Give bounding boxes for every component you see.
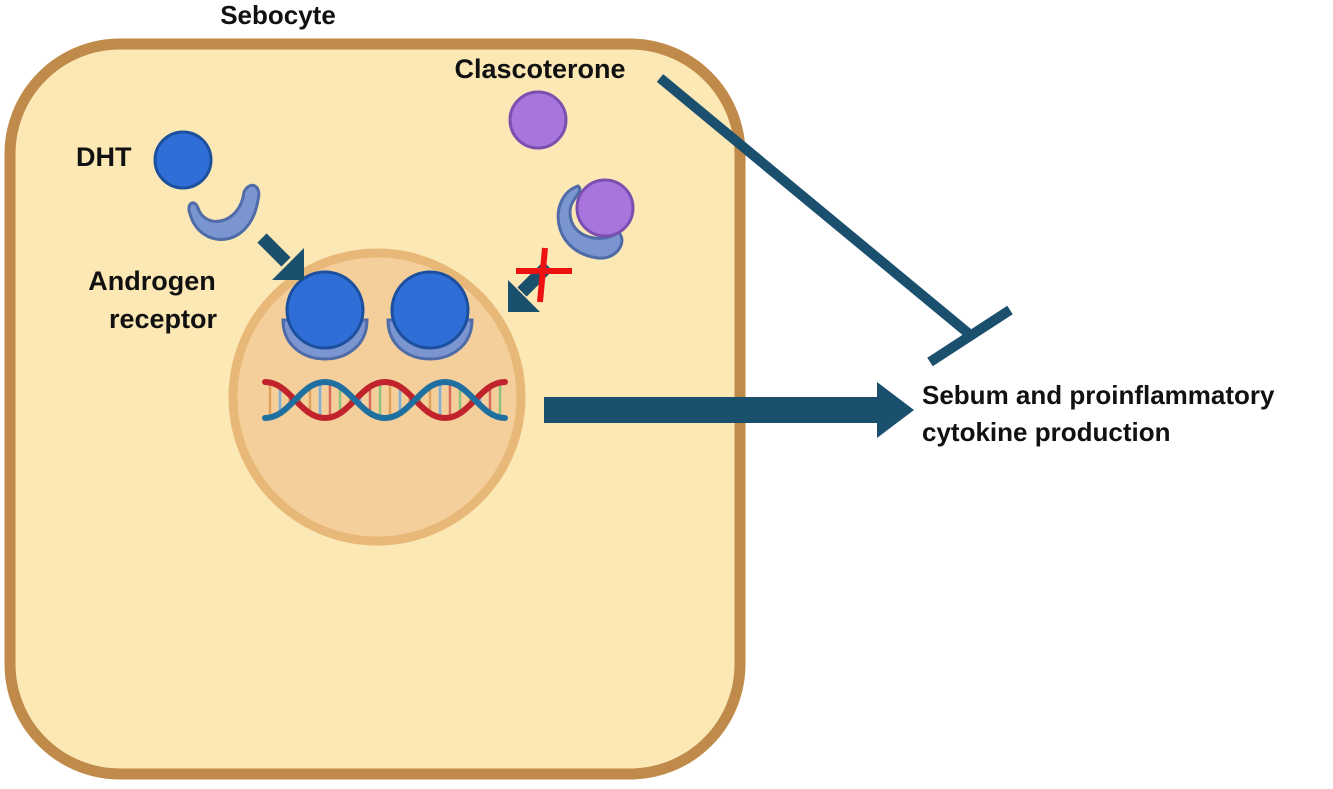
dht-molecule-bound-2 (390, 270, 470, 350)
receptor-label-line1: Androgen (88, 266, 216, 296)
bound-receptor-complex-2 (386, 270, 474, 361)
clascoterone-inhibition-line (656, 74, 972, 337)
clascoterone-to-nucleus-arrowhead (508, 280, 540, 312)
dna-strand-red (262, 378, 508, 422)
clascoterone-molecule-bound (575, 178, 635, 238)
cell-label: Sebocyte (220, 0, 336, 30)
dht-molecule-bound-1 (285, 270, 365, 350)
receptor-label-line2: receptor (109, 304, 218, 334)
clascoterone-label: Clascoterone (454, 54, 625, 84)
dht-molecule (153, 130, 213, 190)
dht-label: DHT (76, 142, 132, 172)
receptor-clascoterone-bound (556, 184, 624, 260)
clascoterone-receptor-complex (556, 178, 635, 260)
nucleus-to-outcome-arrow (544, 382, 914, 438)
outcome-label-line1: Sebum and proinflammatory (922, 380, 1275, 410)
dna-rungs (268, 382, 502, 418)
dht-to-nucleus-arrow (257, 233, 291, 267)
androgen-receptor-free (187, 183, 261, 241)
dna-strand-blue (262, 378, 508, 422)
clascoterone-molecule (508, 90, 568, 150)
bound-receptor-complex-1 (281, 270, 369, 361)
dna-helix (262, 378, 508, 422)
dht-to-nucleus-arrowhead (272, 248, 304, 280)
inhibition-bar (927, 305, 1013, 367)
outcome-label-line2: cytokine production (922, 417, 1170, 447)
block-cross-icon (516, 247, 572, 303)
